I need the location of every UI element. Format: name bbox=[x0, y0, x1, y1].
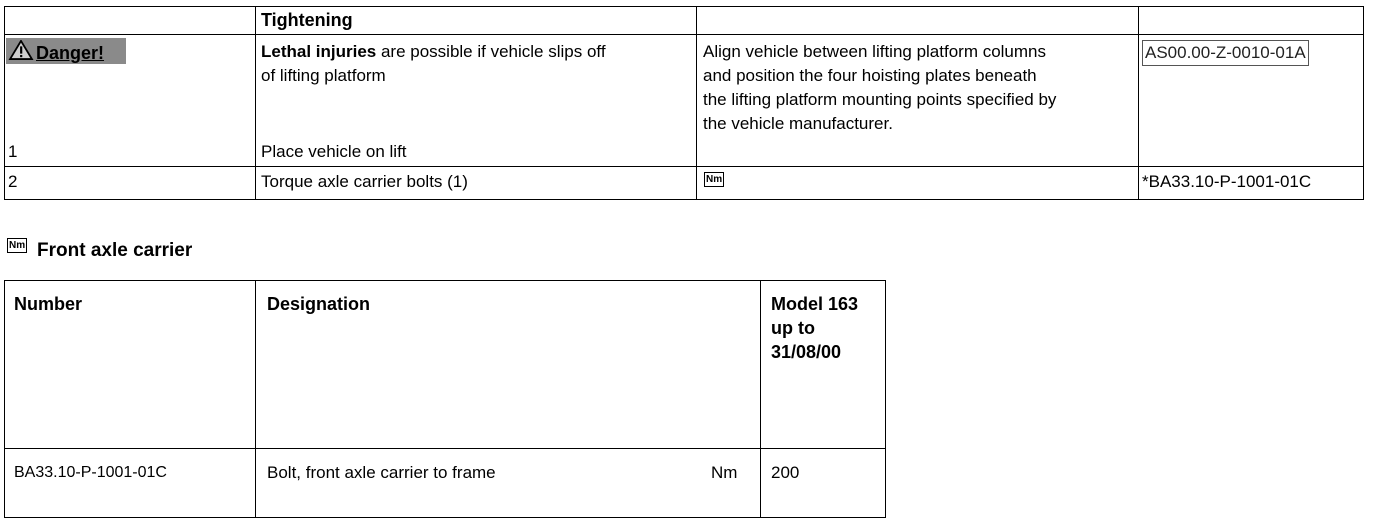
warning-text-line2: of lifting platform bbox=[261, 66, 386, 85]
spec-table: Number Designation Model 163 up to 31/08… bbox=[4, 280, 886, 518]
row-divider bbox=[4, 166, 1364, 167]
spec-designation: Bolt, front axle carrier to frame bbox=[267, 463, 496, 482]
section-title: Front axle carrier bbox=[37, 240, 193, 261]
row-divider bbox=[4, 448, 886, 449]
reference-link[interactable]: AS00.00-Z-0010-01A bbox=[1142, 40, 1309, 66]
column-divider bbox=[4, 6, 5, 199]
spec-value: 200 bbox=[771, 463, 800, 482]
step-number: 2 bbox=[8, 172, 18, 191]
instruction-line: Align vehicle between lifting platform c… bbox=[703, 42, 1047, 61]
column-header-number: Number bbox=[14, 294, 83, 314]
warning-bold-text: Lethal injuries bbox=[261, 42, 377, 61]
spec-unit: Nm bbox=[711, 463, 738, 482]
step-text: Torque axle carrier bolts (1) bbox=[261, 172, 468, 191]
column-header-designation: Designation bbox=[267, 294, 371, 314]
column-header-model: up to bbox=[771, 318, 815, 338]
danger-label: Danger! bbox=[36, 43, 105, 63]
table-border-bottom bbox=[4, 199, 1364, 200]
warning-text-line1: Lethal injuries are possible if vehicle … bbox=[261, 40, 606, 64]
column-divider bbox=[255, 6, 256, 199]
column-divider bbox=[255, 280, 256, 518]
torque-nm-icon[interactable]: Nm bbox=[704, 172, 725, 187]
column-divider bbox=[1138, 6, 1139, 199]
reference-link[interactable]: *BA33.10-P-1001-01C bbox=[1142, 172, 1312, 191]
step-number: 1 bbox=[8, 142, 18, 161]
column-header-model: 31/08/00 bbox=[771, 342, 842, 362]
table-border-top bbox=[4, 6, 1364, 7]
warning-rest-text: are possible if vehicle slips off bbox=[376, 42, 606, 61]
instruction-line: the lifting platform mounting points spe… bbox=[703, 90, 1057, 109]
column-header-tightening: Tightening bbox=[261, 10, 353, 30]
spec-number: BA33.10-P-1001-01C bbox=[14, 464, 167, 481]
step-text: Place vehicle on lift bbox=[261, 142, 407, 161]
instruction-line: the vehicle manufacturer. bbox=[703, 114, 893, 133]
row-divider bbox=[4, 34, 1364, 35]
column-divider bbox=[760, 280, 761, 518]
warning-triangle-icon bbox=[8, 40, 34, 60]
column-divider bbox=[696, 6, 697, 199]
torque-nm-icon: Nm bbox=[7, 238, 28, 253]
table-border bbox=[4, 280, 886, 518]
column-divider bbox=[1363, 6, 1364, 199]
procedure-table: Tightening Danger! Lethal injuries are p… bbox=[4, 6, 1364, 200]
instruction-line: and position the four hoisting plates be… bbox=[703, 66, 1037, 85]
column-header-model: Model 163 bbox=[771, 294, 859, 314]
